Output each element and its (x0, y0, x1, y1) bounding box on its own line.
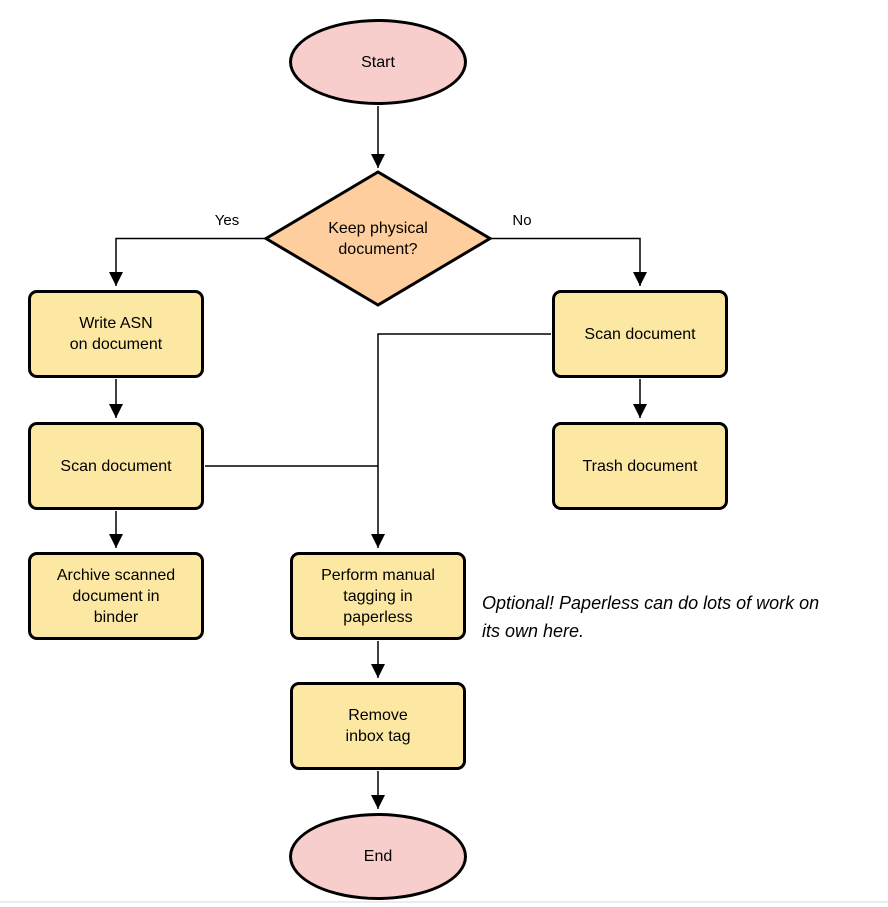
node-label-start: Start (361, 53, 395, 71)
edge-decision-yes-to-write-asn (109, 237, 266, 286)
node-label-remove-inbox-tag: Remove inbox tag (345, 707, 411, 745)
flowchart-node-remove-inbox-tag: Remove inbox tag (290, 682, 466, 770)
flowchart-node-scan-document-left: Scan document (28, 422, 204, 510)
flowchart-node-scan-document-right: Scan document (552, 290, 728, 378)
node-label-write-asn: Write ASN on document (69, 315, 163, 353)
flowchart-node-trash: Trash document (552, 422, 728, 510)
flowchart-node-archive: Archive scanned document in binder (28, 552, 204, 640)
flowchart-node-manual-tagging: Perform manual tagging in paperless (290, 552, 466, 640)
flowchart-node-end: End (289, 813, 467, 900)
node-label-scan-document-left: Scan document (60, 457, 172, 475)
flowchart-node-write-asn: Write ASN on document (28, 290, 204, 378)
node-label-manual-tagging: Perform manual tagging in paperless (321, 566, 435, 626)
edge-scan-right-to-tagging (371, 333, 551, 548)
flowchart-node-start: Start (289, 19, 467, 105)
node-label-trash: Trash document (582, 457, 698, 475)
node-label-archive: Archive scanned document in binder (56, 566, 176, 626)
annotation-optional-note: Optional! Paperless can do lots of work … (482, 593, 820, 641)
flowchart-node-decision: Keep physical document? (276, 194, 480, 283)
edge-decision-no-to-scan-right (490, 237, 647, 286)
node-label-end: End (363, 848, 393, 865)
node-label-decision: Keep physical document? (328, 219, 428, 258)
edge-label-yes: Yes (214, 212, 240, 229)
page-bottom-edge (0, 901, 888, 903)
node-label-scan-document-right: Scan document (584, 325, 696, 343)
decision-diamond-shape (263, 170, 493, 307)
edge-label-no: No (512, 212, 532, 229)
